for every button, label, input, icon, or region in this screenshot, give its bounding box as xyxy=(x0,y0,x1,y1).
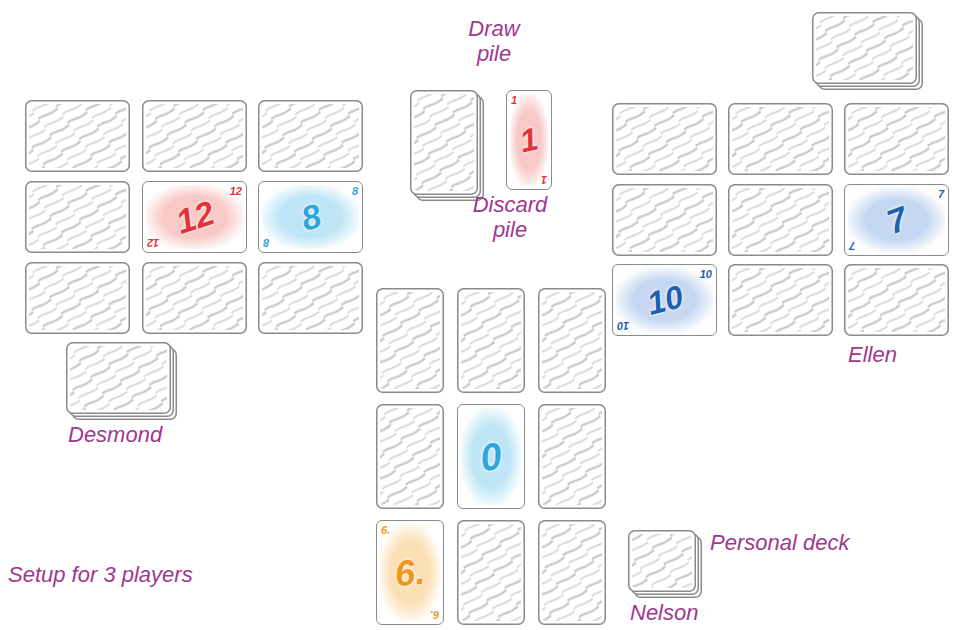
card-back xyxy=(539,521,606,625)
face-up-card: 777 xyxy=(844,184,949,256)
draw-pile xyxy=(411,91,484,201)
deck-label: Personal deck xyxy=(710,530,849,555)
card-back xyxy=(143,263,247,334)
card-back-pattern xyxy=(632,534,692,588)
ellen-grid xyxy=(613,104,949,336)
card-back xyxy=(613,104,717,175)
player-name: Desmond xyxy=(68,422,162,447)
card-back xyxy=(813,13,917,84)
card-back xyxy=(26,101,130,172)
card-back xyxy=(613,185,717,256)
card-back xyxy=(259,101,363,172)
face-up-card: 6. 6. 6. xyxy=(376,520,444,625)
face-up-card: 0 xyxy=(457,404,525,509)
desmond-grid xyxy=(26,101,363,334)
face-up-card: 121212 xyxy=(142,181,247,253)
nelson-deck xyxy=(629,531,702,598)
ellen-deck xyxy=(813,13,923,90)
corner-number: 12 xyxy=(230,186,242,197)
card-back xyxy=(729,104,833,175)
face-up-card: 10 10 10 xyxy=(612,264,717,336)
card-back xyxy=(259,263,363,334)
card-back xyxy=(539,405,606,509)
card-back xyxy=(729,185,833,256)
card-back xyxy=(458,521,525,625)
corner-number: 8 xyxy=(263,237,269,248)
corner-number: 1 xyxy=(511,95,517,106)
caption: Setup for 3 players xyxy=(8,562,193,587)
nelson-grid xyxy=(377,289,606,625)
corner-number: 12 xyxy=(147,237,159,248)
corner-number: 7 xyxy=(849,240,855,251)
card-back xyxy=(26,263,130,334)
pile-label: Discard pile xyxy=(460,192,560,243)
card-back xyxy=(539,289,606,393)
pile-label: Draw pile xyxy=(462,16,526,67)
face-up-card: 888 xyxy=(258,181,363,253)
card-back xyxy=(411,91,478,195)
card-back xyxy=(729,265,833,336)
card-number: 10 xyxy=(643,280,685,320)
card-back xyxy=(845,104,949,175)
card-back xyxy=(377,405,444,509)
card-back xyxy=(629,531,696,592)
player-name: Nelson xyxy=(630,600,698,625)
card-number: 6. xyxy=(393,553,426,591)
card-back xyxy=(26,182,130,253)
player-name: Ellen xyxy=(848,342,897,367)
card-back xyxy=(143,101,247,172)
desmond-deck xyxy=(67,343,177,420)
corner-number: 1 xyxy=(541,174,547,185)
corner-number: 8 xyxy=(352,186,358,197)
card-back xyxy=(377,289,444,393)
card-back xyxy=(67,343,171,414)
corner-number: 6. xyxy=(381,525,390,536)
corner-number: 10 xyxy=(700,269,712,280)
corner-number: 6. xyxy=(430,609,439,620)
face-up-card: 111 xyxy=(506,90,552,190)
card-back xyxy=(632,534,699,595)
corner-number: 10 xyxy=(617,320,629,331)
card-back xyxy=(458,289,525,393)
card-back xyxy=(845,265,949,336)
corner-number: 7 xyxy=(938,189,944,200)
